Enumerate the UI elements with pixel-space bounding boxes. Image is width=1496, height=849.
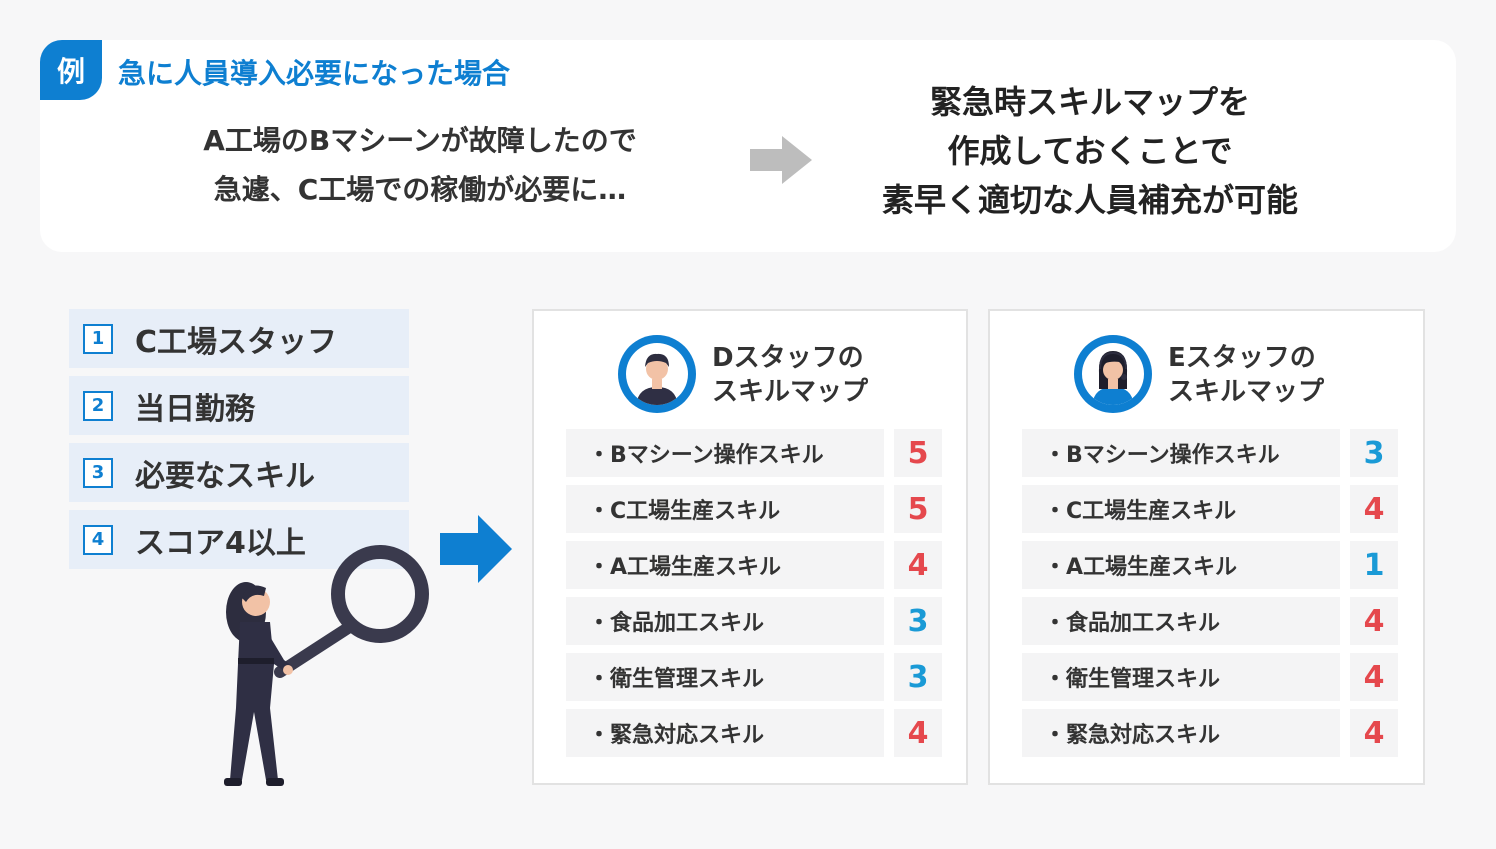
skill-name: ・A工場生産スキル: [1022, 541, 1340, 589]
skill-map-card-e: Eスタッフの スキルマップ ・Bマシーン操作スキル 3 ・C工場生産スキル 4 …: [988, 309, 1425, 785]
skill-row: ・食品加工スキル 4: [1022, 597, 1398, 645]
skill-score: 4: [1350, 597, 1398, 645]
condition-number: 3: [83, 457, 113, 488]
skill-rows: ・Bマシーン操作スキル 5 ・C工場生産スキル 5 ・A工場生産スキル 4 ・食…: [566, 429, 942, 765]
arrow-right-icon: [750, 136, 812, 184]
solution-line: 素早く適切な人員補充が可能: [881, 181, 1298, 219]
female-avatar-icon: [1074, 335, 1152, 413]
skill-name: ・衛生管理スキル: [566, 653, 884, 701]
skill-name: ・Bマシーン操作スキル: [1022, 429, 1340, 477]
problem-line: 急遽、C工場での稼働が必要に…: [213, 173, 627, 206]
skill-name: ・緊急対応スキル: [1022, 709, 1340, 757]
skill-row: ・Bマシーン操作スキル 3: [1022, 429, 1398, 477]
skill-name: ・食品加工スキル: [1022, 597, 1340, 645]
card-title: Eスタッフの スキルマップ: [1168, 341, 1324, 409]
skill-name: ・C工場生産スキル: [566, 485, 884, 533]
solution-text: 緊急時スキルマップを 作成しておくことで 素早く適切な人員補充が可能: [840, 78, 1340, 225]
condition-item: 4 スコア4以上: [69, 510, 409, 569]
skill-score: 5: [894, 485, 942, 533]
condition-item: 3 必要なスキル: [69, 443, 409, 502]
person-with-magnifier-illustration: [224, 545, 429, 786]
skill-row: ・衛生管理スキル 3: [566, 653, 942, 701]
skill-rows: ・Bマシーン操作スキル 3 ・C工場生産スキル 4 ・A工場生産スキル 1 ・食…: [1022, 429, 1398, 765]
skill-name: ・A工場生産スキル: [566, 541, 884, 589]
male-avatar-icon: [618, 335, 696, 413]
card-title-line: スキルマップ: [1168, 377, 1325, 407]
skill-row: ・衛生管理スキル 4: [1022, 653, 1398, 701]
skill-score: 4: [1350, 709, 1398, 757]
skill-name: ・衛生管理スキル: [1022, 653, 1340, 701]
condition-label: スコア4以上: [135, 525, 306, 561]
skill-row: ・緊急対応スキル 4: [1022, 709, 1398, 757]
problem-line: A工場のBマシーンが故障したので: [203, 124, 637, 157]
skill-score: 4: [1350, 653, 1398, 701]
condition-label: 必要なスキル: [135, 458, 315, 494]
skill-row: ・C工場生産スキル 4: [1022, 485, 1398, 533]
skill-score: 3: [894, 597, 942, 645]
solution-line: 作成しておくことで: [947, 132, 1233, 170]
skill-score: 4: [894, 541, 942, 589]
condition-label: 当日勤務: [135, 391, 255, 427]
card-title-line: スキルマップ: [712, 377, 869, 407]
condition-number: 2: [83, 390, 113, 421]
skill-map-card-d: Dスタッフの スキルマップ ・Bマシーン操作スキル 5 ・C工場生産スキル 5 …: [532, 309, 968, 785]
card-title: Dスタッフの スキルマップ: [712, 341, 868, 409]
skill-score: 5: [894, 429, 942, 477]
card-title-line: Eスタッフの: [1168, 343, 1316, 373]
skill-row: ・緊急対応スキル 4: [566, 709, 942, 757]
problem-text: A工場のBマシーンが故障したので 急遽、C工場での稼働が必要に…: [125, 116, 715, 214]
condition-item: 1 C工場スタッフ: [69, 309, 409, 368]
skill-score: 4: [894, 709, 942, 757]
skill-row: ・A工場生産スキル 4: [566, 541, 942, 589]
card-title-line: Dスタッフの: [712, 343, 864, 373]
skill-score: 1: [1350, 541, 1398, 589]
skill-row: ・食品加工スキル 3: [566, 597, 942, 645]
arrow-right-icon: [440, 515, 512, 583]
condition-label: C工場スタッフ: [135, 324, 338, 360]
skill-name: ・C工場生産スキル: [1022, 485, 1340, 533]
skill-score: 3: [894, 653, 942, 701]
example-card: 例 急に人員導入必要になった場合 A工場のBマシーンが故障したので 急遽、C工場…: [40, 40, 1456, 252]
condition-list: 1 C工場スタッフ 2 当日勤務 3 必要なスキル 4 スコア4以上: [69, 309, 409, 577]
condition-number: 4: [83, 524, 113, 555]
skill-row: ・Bマシーン操作スキル 5: [566, 429, 942, 477]
condition-number: 1: [83, 323, 113, 354]
skill-name: ・Bマシーン操作スキル: [566, 429, 884, 477]
skill-score: 3: [1350, 429, 1398, 477]
condition-item: 2 当日勤務: [69, 376, 409, 435]
skill-row: ・A工場生産スキル 1: [1022, 541, 1398, 589]
skill-score: 4: [1350, 485, 1398, 533]
solution-line: 緊急時スキルマップを: [929, 83, 1250, 121]
skill-row: ・C工場生産スキル 5: [566, 485, 942, 533]
skill-name: ・食品加工スキル: [566, 597, 884, 645]
example-badge: 例: [40, 40, 102, 100]
example-title: 急に人員導入必要になった場合: [118, 57, 511, 90]
skill-name: ・緊急対応スキル: [566, 709, 884, 757]
